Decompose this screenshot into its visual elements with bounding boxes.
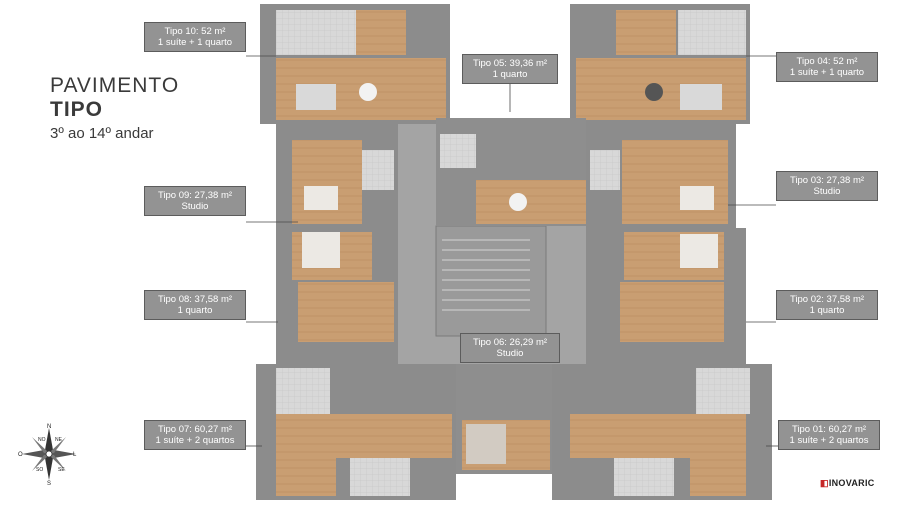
unit-label-tipo-05: Tipo 05: 39,36 m² 1 quarto bbox=[462, 54, 558, 84]
unit-label-tipo-07: Tipo 07: 60,27 m² 1 suíte + 2 quartos bbox=[144, 420, 246, 450]
brand-logo: ◧INOVARIC bbox=[820, 478, 875, 489]
unit-desc: Studio bbox=[813, 186, 841, 197]
unit-name: Tipo 01: 60,27 m² bbox=[791, 424, 867, 435]
unit-name: Tipo 08: 37,58 m² bbox=[157, 294, 233, 305]
compass-o: O bbox=[18, 452, 23, 458]
unit-tipo-01 bbox=[552, 364, 772, 500]
page-title-block: PAVIMENTO TIPO 3º ao 14º andar bbox=[50, 74, 179, 144]
unit-desc: 1 suíte + 2 quartos bbox=[155, 435, 235, 446]
unit-desc: Studio bbox=[496, 348, 524, 359]
unit-name: Tipo 02: 37,58 m² bbox=[789, 294, 865, 305]
unit-tipo-09 bbox=[276, 124, 398, 230]
unit-desc: 1 quarto bbox=[809, 305, 845, 316]
unit-name: Tipo 10: 52 m² bbox=[164, 26, 226, 37]
unit-desc: Studio bbox=[181, 201, 209, 212]
unit-name: Tipo 05: 39,36 m² bbox=[472, 58, 548, 69]
unit-label-tipo-06: Tipo 06: 26,29 m² Studio bbox=[460, 333, 560, 363]
unit-label-tipo-09: Tipo 09: 27,38 m² Studio bbox=[144, 186, 246, 216]
title-floors: 3º ao 14º andar bbox=[50, 125, 154, 142]
unit-desc: 1 quarto bbox=[177, 305, 213, 316]
compass-se: SE bbox=[58, 467, 65, 473]
unit-desc: 1 quarto bbox=[492, 69, 528, 80]
compass-n: N bbox=[47, 424, 51, 430]
unit-name: Tipo 07: 60,27 m² bbox=[157, 424, 233, 435]
unit-label-tipo-02: Tipo 02: 37,58 m² 1 quarto bbox=[776, 290, 878, 320]
compass-rose-icon: NO NE O L SO SE S N bbox=[18, 424, 77, 486]
unit-tipo-07 bbox=[256, 364, 456, 500]
unit-label-tipo-03: Tipo 03: 27,38 m² Studio bbox=[776, 171, 878, 201]
unit-tipo-08 bbox=[276, 228, 398, 364]
compass-s: S bbox=[47, 481, 51, 486]
unit-tipo-05 bbox=[436, 118, 586, 226]
unit-tipo-10 bbox=[260, 4, 450, 124]
brand-name: INOVARIC bbox=[828, 478, 875, 488]
unit-name: Tipo 03: 27,38 m² bbox=[789, 175, 865, 186]
compass-ne: NE bbox=[55, 437, 63, 443]
unit-tipo-03 bbox=[586, 124, 736, 230]
unit-label-tipo-10: Tipo 10: 52 m² 1 suíte + 1 quarto bbox=[144, 22, 246, 52]
compass-l: L bbox=[73, 452, 77, 458]
unit-desc: 1 suíte + 2 quartos bbox=[789, 435, 869, 446]
unit-tipo-04 bbox=[570, 4, 750, 124]
brand-mark-icon: ◧ bbox=[820, 478, 829, 488]
title-line-1: PAVIMENTO bbox=[50, 74, 180, 97]
unit-desc: 1 suíte + 1 quarto bbox=[789, 67, 865, 78]
compass-so: SO bbox=[36, 467, 43, 473]
unit-tipo-06 bbox=[456, 364, 552, 474]
unit-name: Tipo 04: 52 m² bbox=[796, 56, 858, 67]
unit-label-tipo-08: Tipo 08: 37,58 m² 1 quarto bbox=[144, 290, 246, 320]
title-line-2: TIPO bbox=[50, 98, 104, 121]
unit-desc: 1 suíte + 1 quarto bbox=[157, 37, 233, 48]
unit-name: Tipo 09: 27,38 m² bbox=[157, 190, 233, 201]
compass-no: NO bbox=[38, 437, 46, 443]
unit-label-tipo-04: Tipo 04: 52 m² 1 suíte + 1 quarto bbox=[776, 52, 878, 82]
unit-name: Tipo 06: 26,29 m² bbox=[472, 337, 548, 348]
unit-label-tipo-01: Tipo 01: 60,27 m² 1 suíte + 2 quartos bbox=[778, 420, 880, 450]
unit-tipo-02 bbox=[586, 228, 746, 364]
